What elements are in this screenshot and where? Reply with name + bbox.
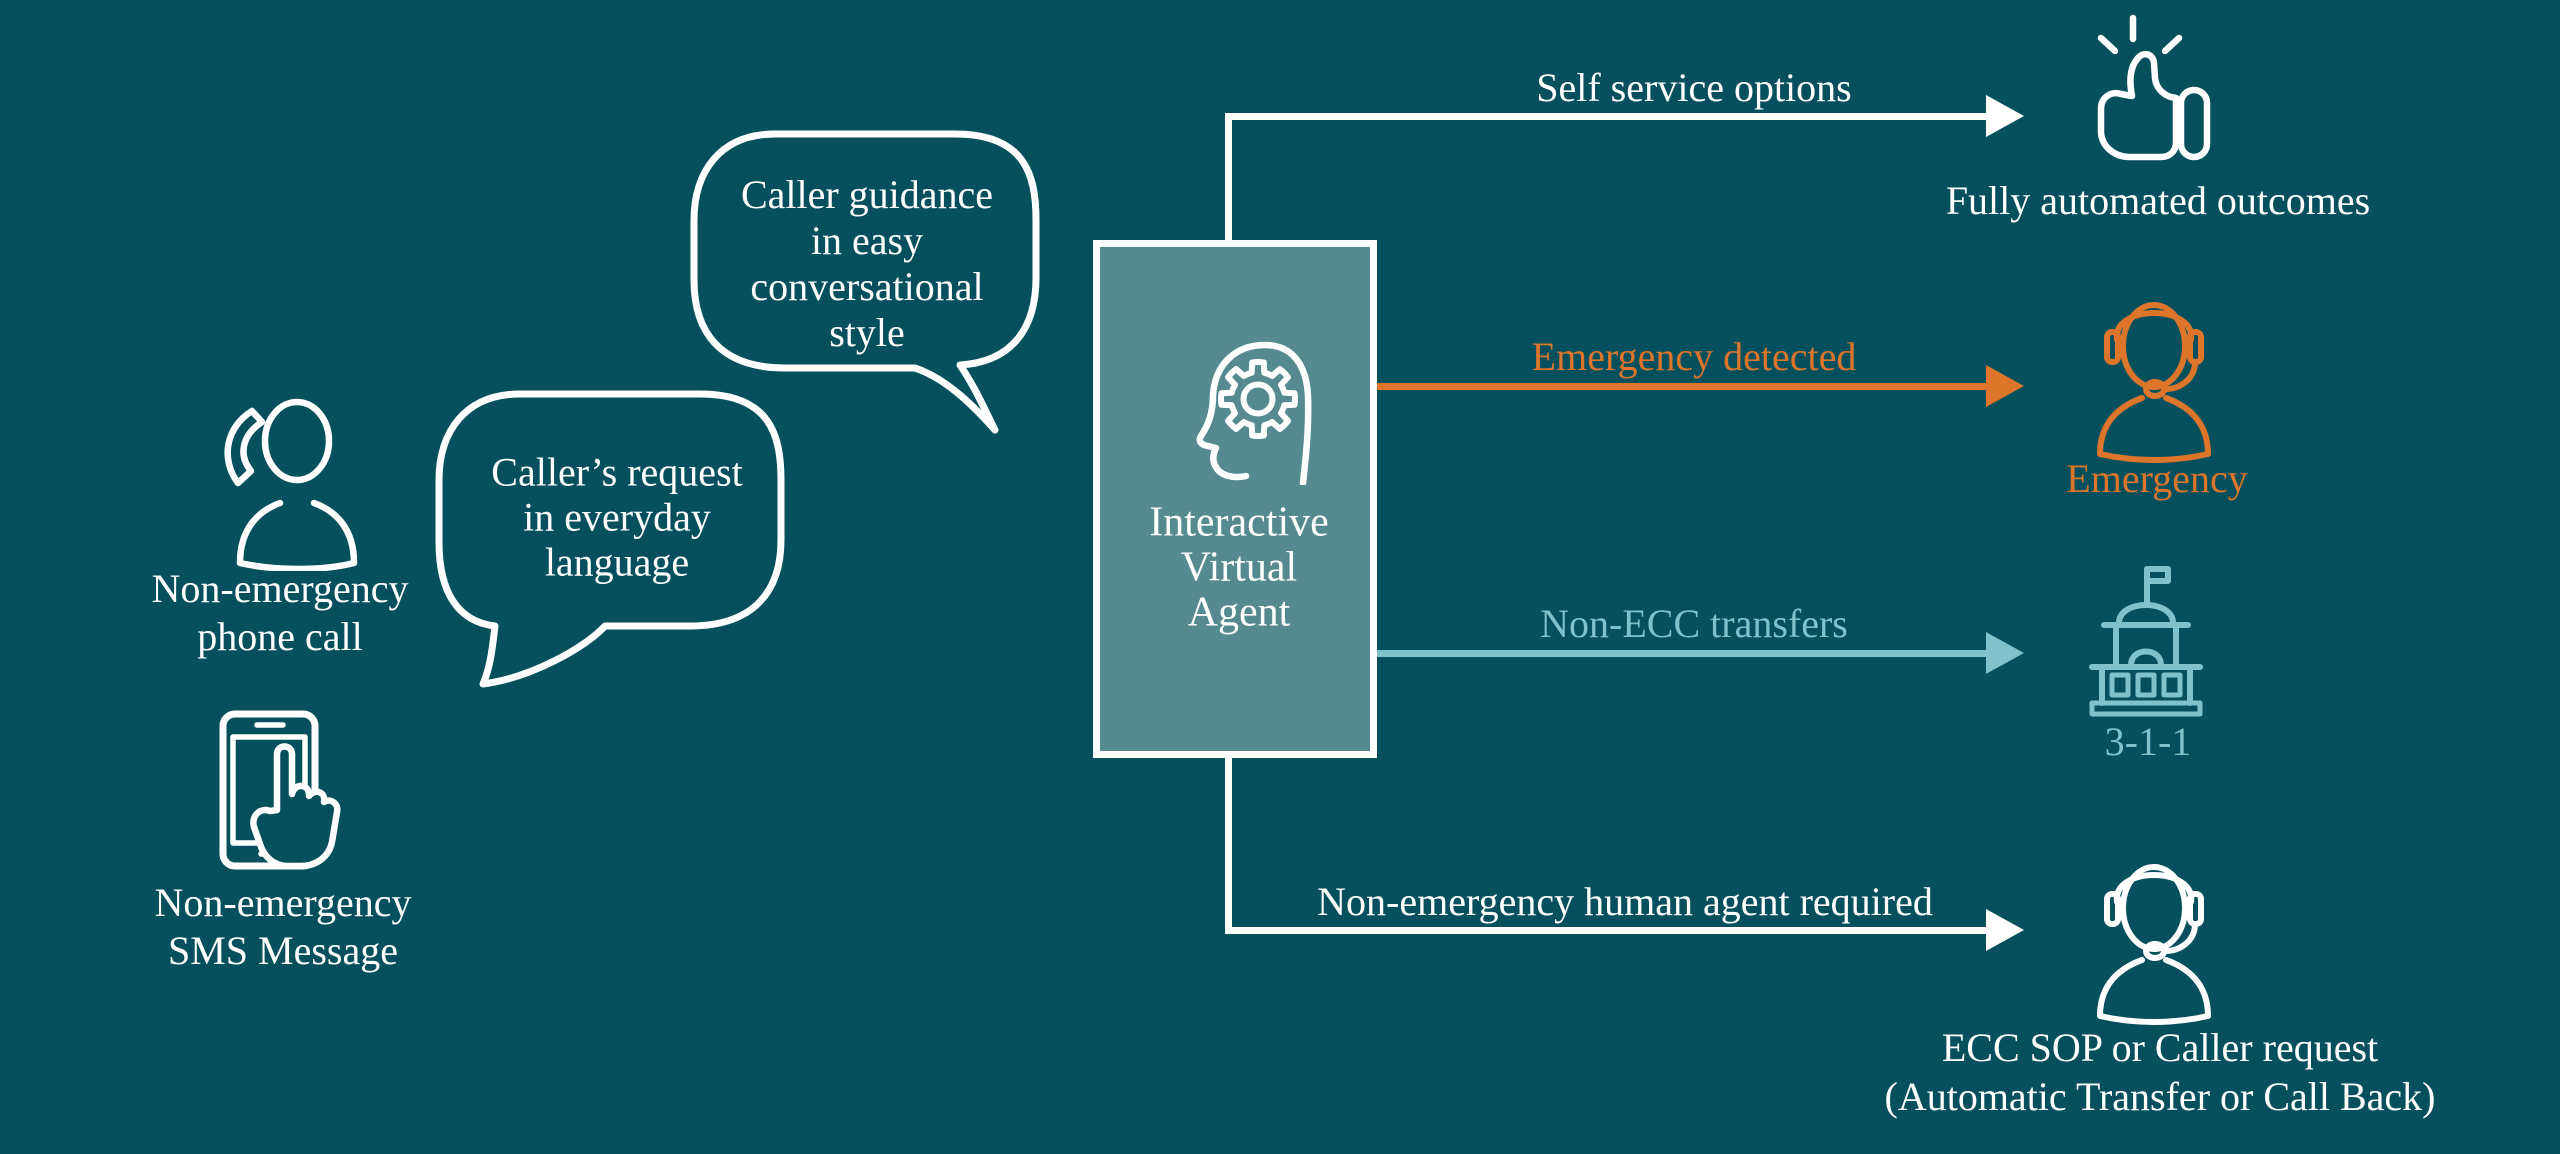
- three-one-one-label: 3-1-1: [2104, 719, 2192, 764]
- non-ecc-arrowhead: [1986, 632, 2024, 674]
- bubble-guidance-text: Caller guidance in easy conversational s…: [740, 172, 994, 355]
- ecc-sop-label: ECC SOP or Caller request (Automatic Tra…: [1884, 1025, 2436, 1119]
- speech-bubble-guidance: [690, 130, 1040, 434]
- emergency-outcome-label: Emergency: [2066, 456, 2248, 501]
- thumbs-up-icon: [2097, 14, 2211, 161]
- self-service-arrow-line: [1225, 113, 1988, 120]
- bubble-request-text: Caller’s request in everyday language: [491, 449, 743, 585]
- human-agent-arrow-line: [1225, 927, 1986, 934]
- agent-box-label: Interactive Virtual Agent: [1149, 499, 1329, 636]
- emergency-agent-headset-icon: [2097, 302, 2211, 463]
- human-agent-headset-icon: [2097, 864, 2211, 1025]
- phone-call-label: Non-emergency phone call: [151, 566, 409, 659]
- human-agent-arrowhead: [1986, 909, 2024, 951]
- emergency-arrowhead: [1986, 365, 2024, 407]
- emergency-detected-label: Emergency detected: [1531, 334, 1857, 379]
- head-gear-icon: [1196, 341, 1312, 485]
- interactive-virtual-agent-box: Interactive Virtual Agent: [1093, 240, 1377, 758]
- phone-call-person-icon: [224, 398, 358, 571]
- non-ecc-transfers-label: Non-ECC transfers: [1540, 601, 1848, 646]
- non-ecc-arrow-line: [1377, 650, 1986, 657]
- connector-top-vertical: [1225, 113, 1232, 240]
- human-agent-required-label: Non-emergency human agent required: [1317, 879, 1933, 924]
- sms-label: Non-emergency SMS Message: [154, 880, 412, 973]
- government-building-icon: [2089, 566, 2203, 717]
- self-service-label: Self service options: [1536, 65, 1852, 110]
- fully-automated-label: Fully automated outcomes: [1945, 178, 2371, 223]
- sms-touch-icon: [219, 710, 341, 870]
- self-service-arrowhead: [1986, 95, 2024, 137]
- connector-bottom-vertical: [1225, 758, 1232, 934]
- speech-bubble-request: [435, 390, 785, 688]
- emergency-arrow-line: [1377, 383, 1986, 390]
